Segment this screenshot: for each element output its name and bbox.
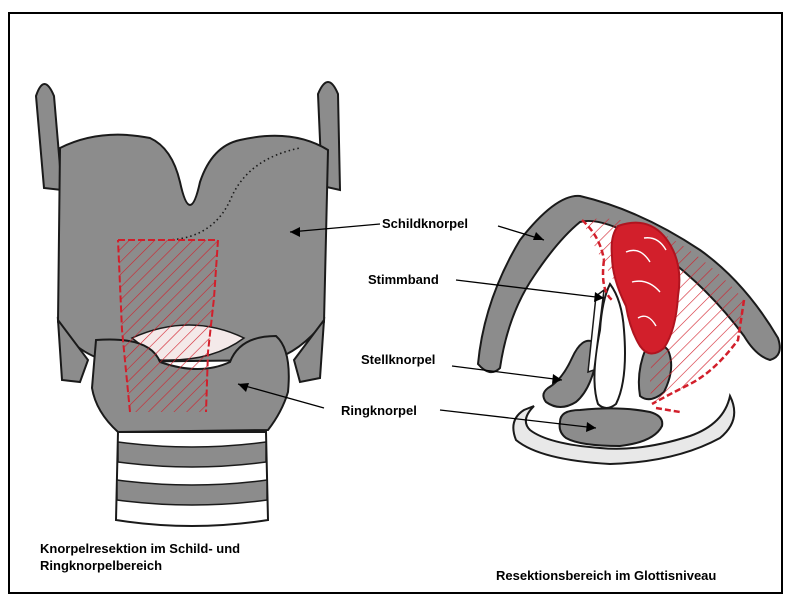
label-ringknorpel: Ringknorpel <box>341 403 417 418</box>
arrow-stellknorpel <box>452 366 562 380</box>
arytenoid-left <box>543 341 597 407</box>
trachea <box>116 432 268 526</box>
resection-area-front <box>118 240 218 412</box>
label-stimmband: Stimmband <box>368 272 439 287</box>
caption-left-line1: Knorpelresektion im Schild- und <box>40 540 240 557</box>
caption-left: Knorpelresektion im Schild- und Ringknor… <box>40 540 240 574</box>
label-schildknorpel: Schildknorpel <box>382 216 468 231</box>
cricoid-plate <box>560 408 663 446</box>
caption-right: Resektionsbereich im Glottisniveau <box>496 567 716 584</box>
glottis-cross-section <box>478 196 780 464</box>
caption-left-line2: Ringknorpelbereich <box>40 557 240 574</box>
larynx-front-view <box>36 82 340 526</box>
label-stellknorpel: Stellknorpel <box>361 352 435 367</box>
superior-horn-left <box>36 84 62 190</box>
